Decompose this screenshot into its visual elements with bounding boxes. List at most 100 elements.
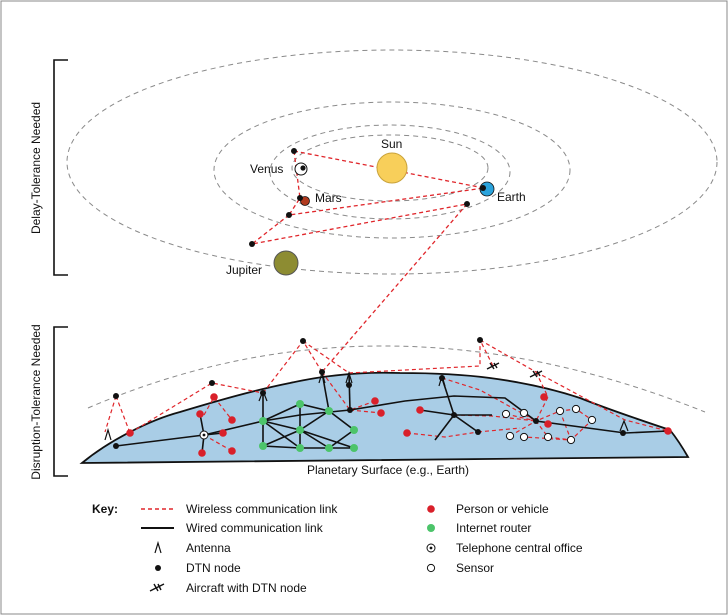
wireless-link [203,434,233,452]
dtn-node [113,443,119,449]
antenna-icon [345,370,353,384]
planetary-surface [79,371,690,464]
key-sensor-label: Sensor [456,561,494,575]
space-dtn-nodes [249,148,486,247]
sensor-icon [501,409,511,419]
dtn-node [477,337,483,343]
dtn-node [620,430,626,436]
key-wireless-label: Wireless communication link [186,502,338,516]
dtn-node-icon [155,565,161,571]
antenna-icon [154,540,162,554]
mars-label: Mars [315,191,342,205]
sensor-icon [566,435,576,445]
disruption-tolerance-label: Disruption-Tolerance Needed [29,324,43,479]
wireless-link [349,409,382,414]
link-mars-jupiter-earth [251,203,468,245]
earth-label: Earth [497,190,526,204]
wireless-link [477,427,521,433]
legend: Key: Wireless communication link Wired c… [92,502,583,595]
surface-wireless-links [104,339,669,452]
antenna-icon [318,370,326,384]
router-icon [325,407,333,415]
dtn-node [300,338,306,344]
link-venus-mars-earth [287,150,485,216]
antenna-icon [258,389,268,402]
key-wired-label: Wired communication link [186,521,324,535]
dtn-node [451,412,457,418]
wireless-link [479,339,537,373]
aircraft-icon [149,583,165,592]
person-icon [228,416,236,424]
wireless-link [406,431,479,438]
dtn-node [533,418,539,424]
internet-router-icon [427,524,435,532]
person-icon [403,429,411,437]
jupiter-icon [273,250,299,276]
person-icon [544,420,552,428]
wireless-link [348,339,494,374]
telephone-office-dot [202,433,206,437]
sensor-icon [505,431,515,441]
disruption-bracket [53,326,68,477]
wireless-link [104,395,117,433]
person-icon [210,393,218,401]
dtn-node [347,407,353,413]
wireless-link [302,340,350,374]
delay-tolerance-label: Delay-Tolerance Needed [29,102,43,234]
antenna-icon [619,419,629,432]
person-icon [416,406,424,414]
dtn-node [113,393,119,399]
dtn-node [286,212,292,218]
surface-dtn-nodes [113,337,626,449]
planetary-surface-label: Planetary Surface (e.g., Earth) [307,463,469,477]
key-aircraft-label: Aircraft with DTN node [186,581,307,595]
dtn-node [346,382,352,388]
sensor-icon [571,404,581,414]
wireless-link [453,414,537,422]
key-telephone-label: Telephone central office [456,541,583,555]
router-icon [350,426,358,434]
dtn-node [475,429,481,435]
sensor-icon [587,415,597,425]
persons-vehicles [126,393,672,457]
wireless-link [535,371,549,422]
router-icon [259,442,267,450]
person-icon [228,447,236,455]
router-icon [325,444,333,452]
antenna-icon [438,373,446,387]
antenna-icon [104,427,112,441]
venus-dtn-node [300,165,306,171]
person-icon [126,429,134,437]
wired-link [434,414,455,441]
antennas [104,370,629,441]
key-title: Key: [92,502,118,516]
router-icon [259,417,267,425]
atmosphere-arc [87,345,706,413]
aircraft-icon [486,362,500,370]
dtn-node [249,241,255,247]
key-person-label: Person or vehicle [456,502,549,516]
sensors [501,404,597,445]
key-dtn-label: DTN node [186,561,241,575]
sun-icon [376,152,408,184]
router-icon [296,400,304,408]
orbit-outer [66,49,718,275]
person-icon [377,409,385,417]
delay-bracket [53,59,68,276]
dtn-node [209,380,215,386]
person-icon [196,410,204,418]
space-wireless-links [251,150,485,373]
aircraft-group [486,362,543,378]
wired-link [262,420,301,449]
sensor-icon [426,563,436,573]
wired-link [348,372,351,411]
wired-link [419,409,455,416]
orbit-mars [269,124,511,220]
sensor-icon [519,408,529,418]
link-venus-earth [293,150,485,189]
dtn-node [464,201,470,207]
dtn-node [297,195,303,201]
link-earth-surface [321,203,468,373]
aircraft-icon [529,370,543,378]
